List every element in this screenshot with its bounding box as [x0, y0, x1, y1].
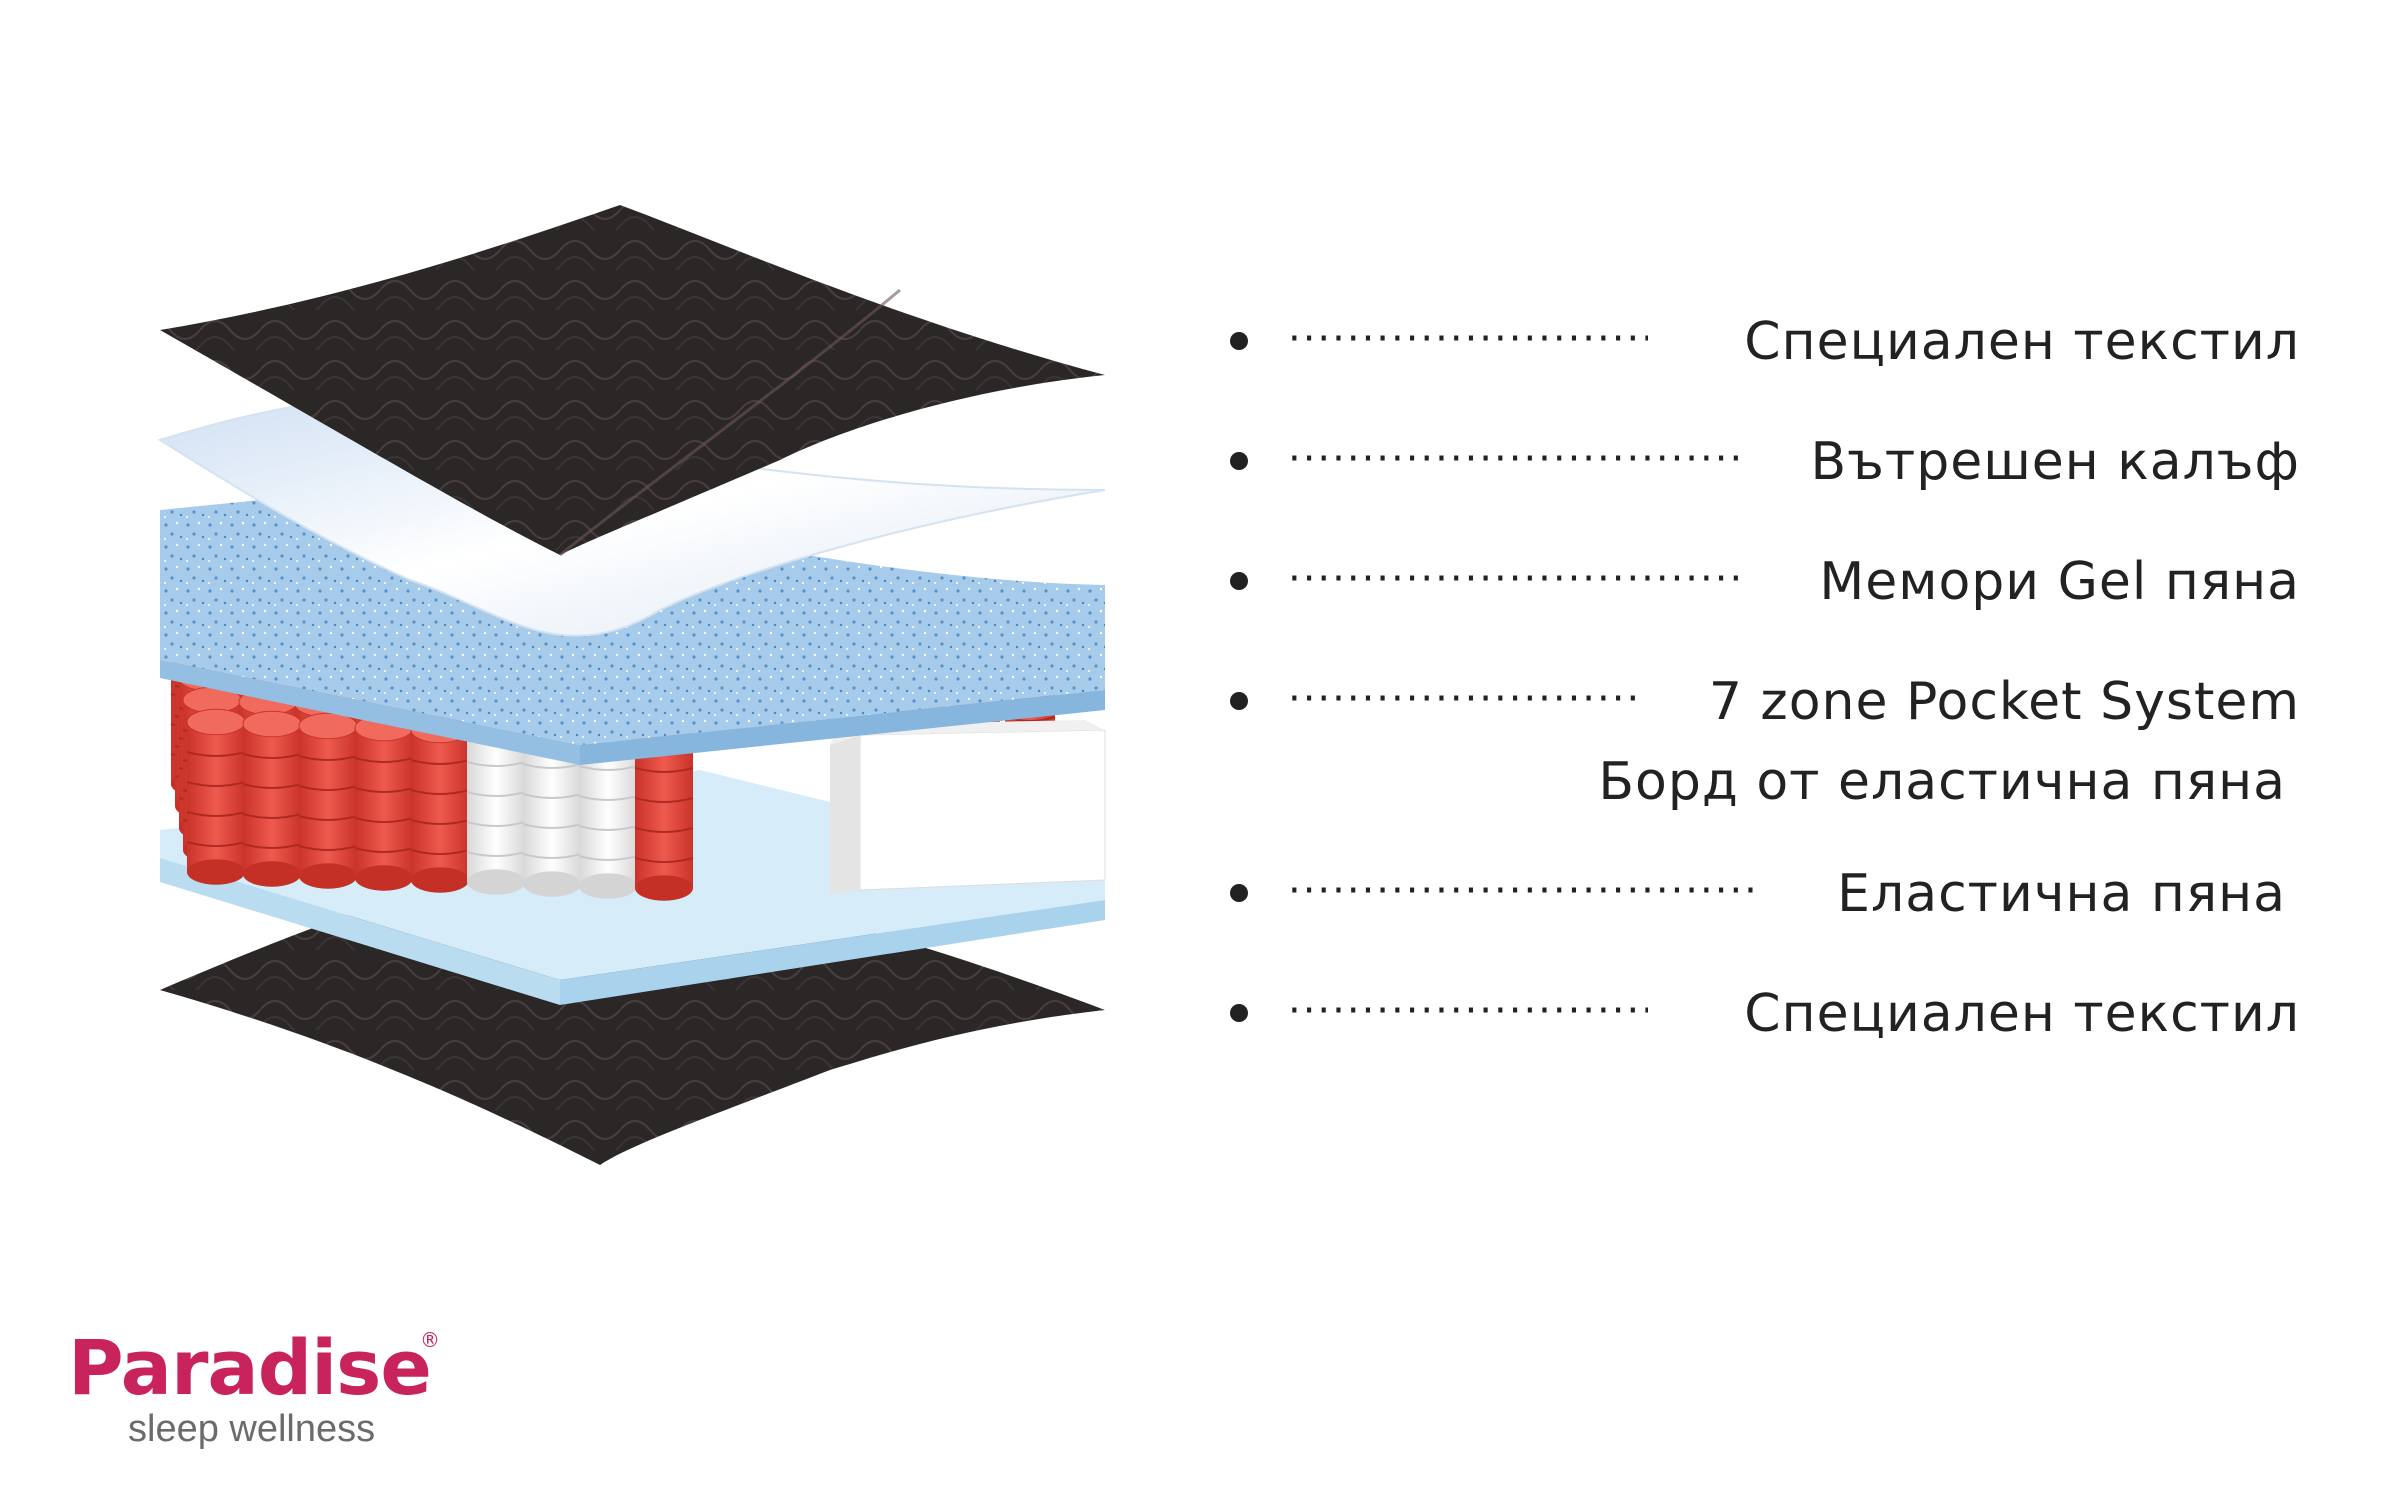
paradise-logo: Paradise ® sleep wellness [68, 1323, 440, 1451]
bullet-icon [1230, 332, 1248, 350]
leader-dots: ····································· [1288, 436, 1738, 476]
leader-dots: ····································· [1288, 988, 1648, 1028]
leader-dots: ····································· [1288, 316, 1648, 356]
layer-label-pocket-system: 7 zone Pocket System [1708, 672, 2300, 732]
red-pocket-spring [410, 716, 470, 893]
legend-row: ····································· 7 … [1230, 660, 2300, 820]
mattress-layers-illustration [157, 205, 1106, 1165]
layer-label-memory-gel-foam: Мемори Gel пяна [1819, 552, 2300, 612]
legend-row: ····································· Ме… [1230, 540, 2300, 620]
foam-border-block [830, 720, 1106, 895]
brand-name: Paradise [68, 1323, 432, 1412]
layer-label-bottom-textile: Специален текстил [1744, 984, 2300, 1044]
legend-row: ····································· Ел… [1230, 852, 2300, 932]
leader-dots: ····································· [1288, 868, 1758, 908]
layer-sublabel-foam-border: Борд от еластична пяна [1598, 752, 2286, 812]
bullet-icon [1230, 452, 1248, 470]
red-pocket-spring [242, 710, 302, 887]
red-pocket-spring [354, 714, 414, 891]
legend-row: ····································· Въ… [1230, 420, 2300, 500]
bullet-icon [1230, 572, 1248, 590]
layer-label-top-textile: Специален текстил [1744, 312, 2300, 372]
bullet-icon [1230, 1004, 1248, 1022]
layer-label-inner-cover: Вътрешен калъф [1810, 432, 2300, 492]
leader-dots: ····································· [1288, 556, 1738, 596]
top-fabric-layer [160, 205, 1105, 555]
bullet-icon [1230, 692, 1248, 710]
legend-row: ····································· Сп… [1230, 972, 2300, 1052]
registered-mark: ® [420, 1328, 440, 1352]
layer-label-elastic-foam: Еластична пяна [1837, 864, 2286, 924]
legend-row: ····································· Сп… [1230, 300, 2300, 380]
leader-dots: ····································· [1288, 676, 1638, 716]
brand-tagline: sleep wellness [128, 1408, 376, 1450]
bullet-icon [1230, 884, 1248, 902]
red-pocket-spring [298, 712, 358, 889]
red-pocket-spring [186, 708, 246, 885]
